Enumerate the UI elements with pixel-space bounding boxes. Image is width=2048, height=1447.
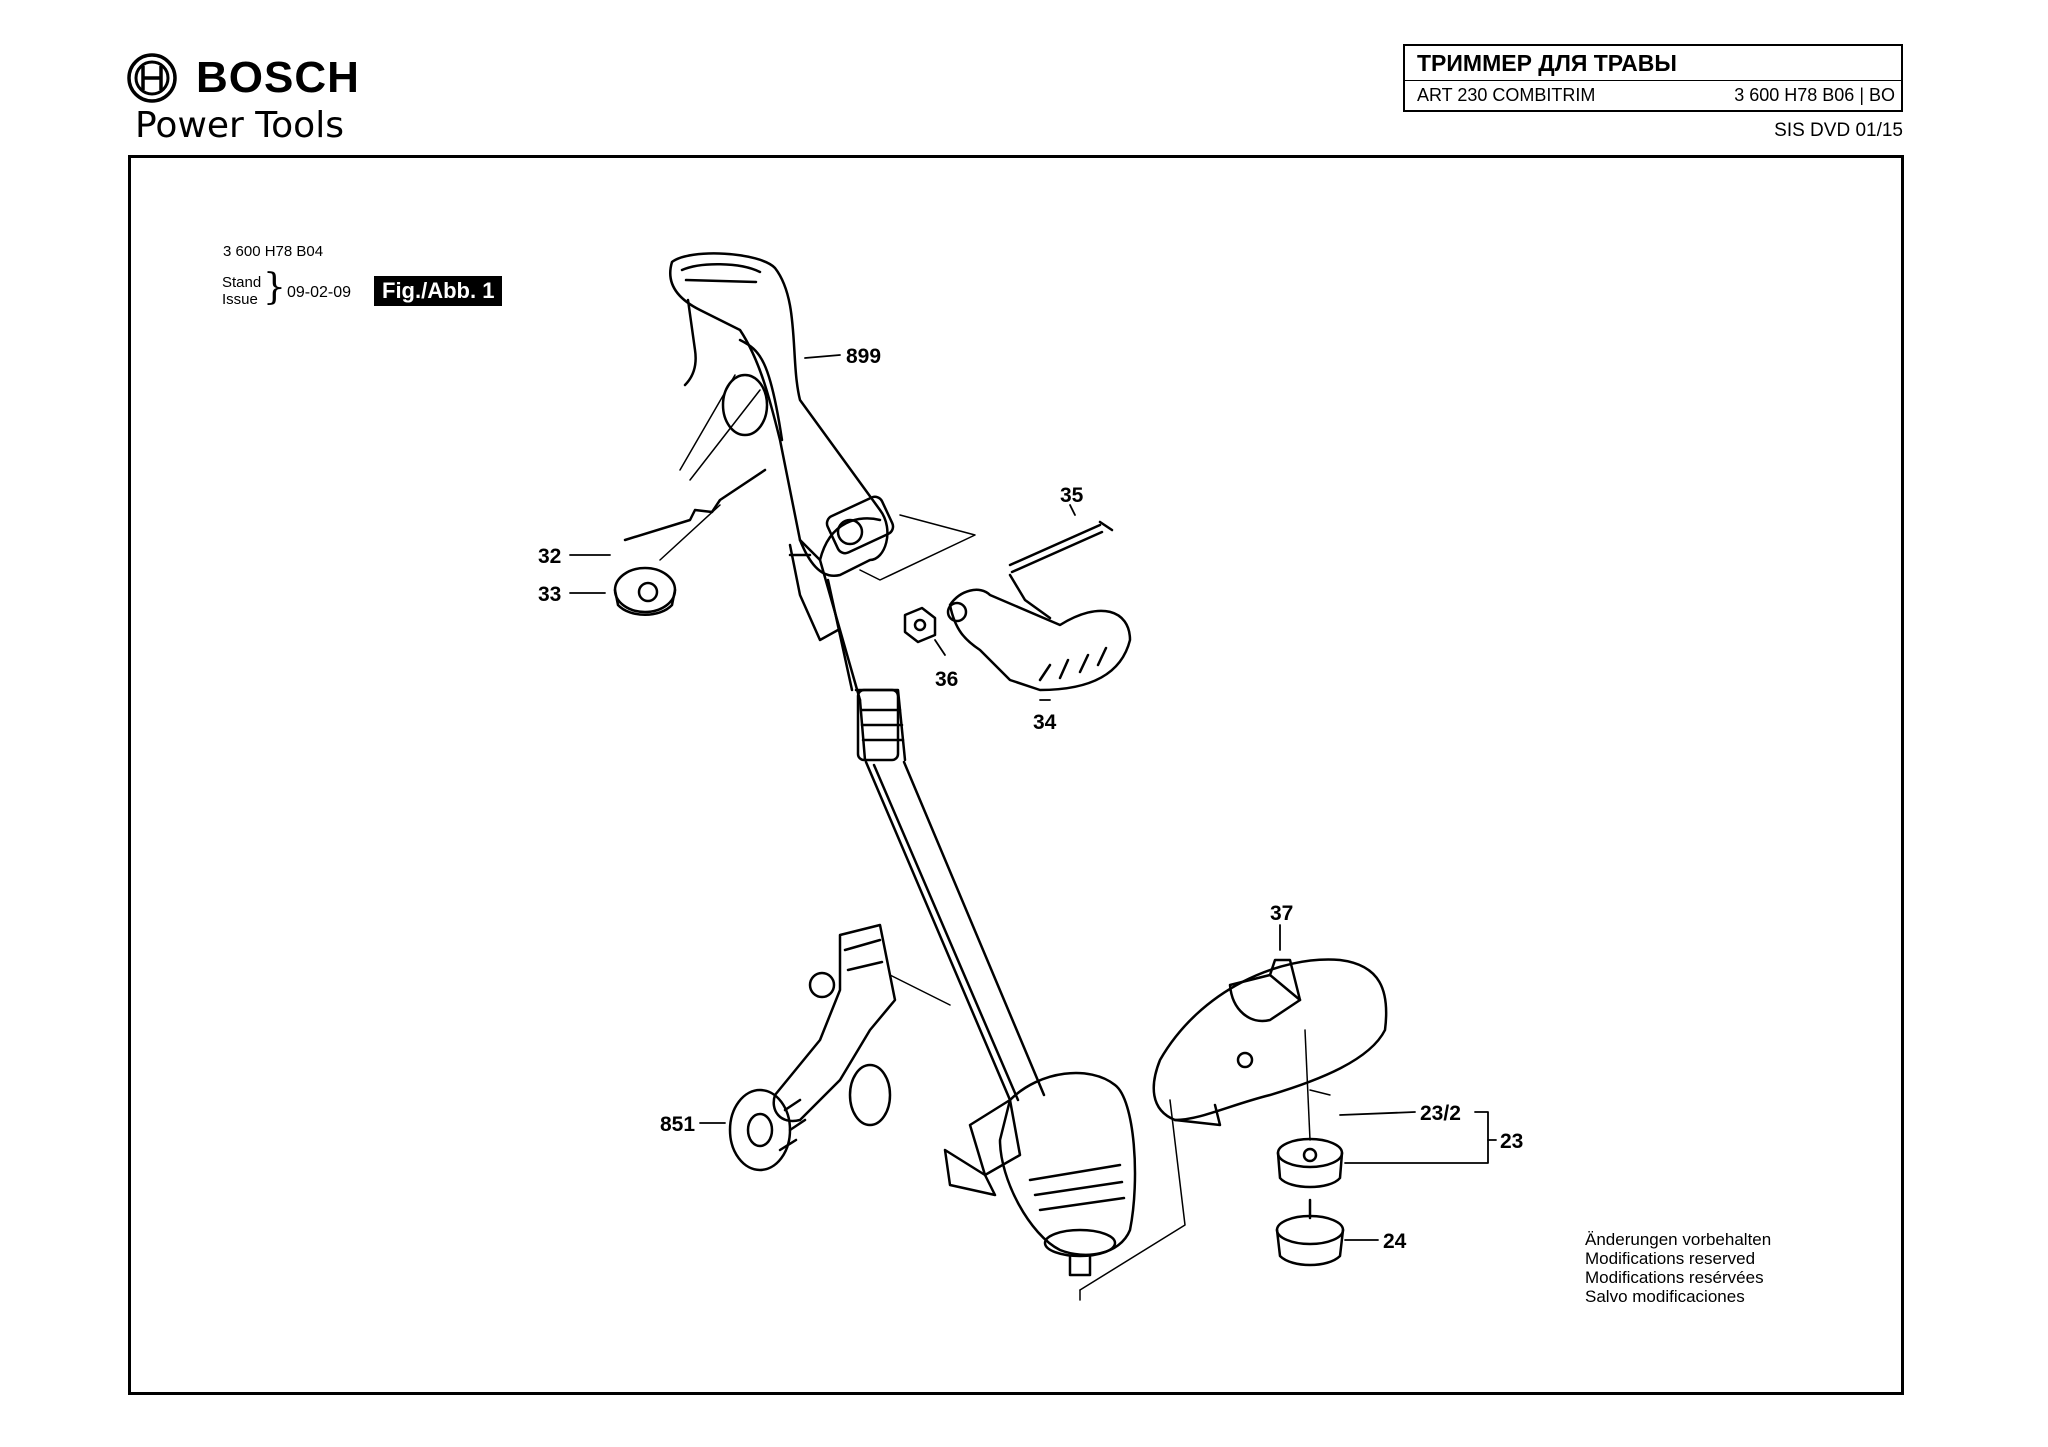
label-36: 36 bbox=[935, 668, 958, 691]
part-851-wheel-assembly bbox=[728, 923, 897, 1172]
label-35: 35 bbox=[1060, 484, 1084, 507]
product-model: ART 230 COMBITRIM bbox=[1417, 85, 1596, 105]
product-part-number: 3 600 H78 B06 | BO bbox=[1734, 85, 1895, 105]
title-block: ТРИММЕР ДЛЯ ТРАВЫ ART 230 COMBITRIM 3 60… bbox=[1403, 44, 1903, 112]
bosch-logo-icon bbox=[127, 53, 177, 103]
figure-badge: Fig./Abb. 1 bbox=[374, 276, 503, 306]
label-32: 32 bbox=[538, 545, 561, 568]
sis-version: SIS DVD 01/15 bbox=[1774, 120, 1903, 141]
notice-fr: Modifications resérvées bbox=[1585, 1268, 1764, 1287]
brace-icon: } bbox=[263, 267, 286, 308]
label-23: 23 bbox=[1500, 1130, 1523, 1153]
label-23-2: 23/2 bbox=[1420, 1102, 1461, 1125]
title-divider bbox=[1405, 80, 1901, 81]
part-35-bolt bbox=[1008, 520, 1114, 574]
issue-label: Issue bbox=[222, 291, 258, 308]
stand-label: Stand bbox=[222, 274, 262, 291]
brand-header: BOSCH Power Tools bbox=[126, 52, 386, 152]
label-37: 37 bbox=[1270, 902, 1293, 925]
brand-subtitle: Power Tools bbox=[135, 105, 344, 146]
issue-date: 09-02-09 bbox=[287, 284, 352, 301]
part-36-nut bbox=[903, 606, 937, 644]
part-33-knob bbox=[613, 566, 677, 616]
part-899-trimmer-body bbox=[669, 252, 1046, 1102]
label-899: 899 bbox=[846, 345, 881, 368]
product-title: ТРИММЕР ДЛЯ ТРАВЫ bbox=[1417, 50, 1677, 76]
notice-en: Modifications reserved bbox=[1585, 1249, 1756, 1268]
part-34-aux-handle bbox=[946, 573, 1132, 692]
part-23-spool bbox=[1276, 1137, 1344, 1189]
drawing-frame bbox=[128, 155, 1904, 1395]
part-37-guard bbox=[1152, 958, 1388, 1127]
label-33: 33 bbox=[538, 583, 561, 606]
label-24: 24 bbox=[1383, 1230, 1407, 1253]
label-34: 34 bbox=[1033, 711, 1057, 734]
modifications-notice: Änderungen vorbehalten Modifications res… bbox=[1585, 1230, 1771, 1306]
part-32-clip bbox=[623, 468, 767, 542]
stand-issue-labels: Stand Issue bbox=[222, 274, 261, 308]
part-24-cap bbox=[1275, 1198, 1345, 1267]
label-851: 851 bbox=[660, 1113, 695, 1136]
drawing-number: 3 600 H78 B04 bbox=[223, 243, 324, 260]
motor-head bbox=[943, 1071, 1137, 1277]
brand-name: BOSCH bbox=[196, 53, 360, 102]
notice-de: Änderungen vorbehalten bbox=[1585, 1230, 1772, 1249]
notice-es: Salvo modificaciones bbox=[1585, 1287, 1745, 1306]
